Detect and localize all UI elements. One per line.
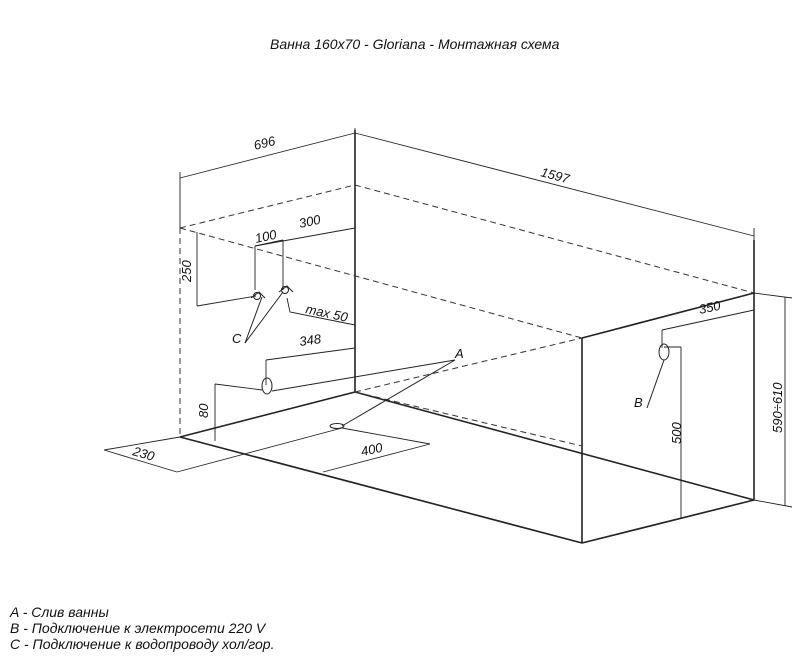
dim-250-text: 250 — [179, 260, 194, 283]
dimension-590-610: 590÷610 — [753, 292, 793, 508]
dimension-230: 230 — [103, 427, 343, 473]
dim-300-text: 300 — [298, 212, 323, 231]
legend: A - Слив ванны B - Подключение к электро… — [10, 604, 274, 652]
dim-max50-text: max 50 — [304, 301, 350, 325]
water-connections — [250, 285, 294, 300]
dimension-696: 696 — [179, 128, 356, 228]
dimension-100: 100 — [254, 227, 284, 290]
dim-696-text: 696 — [252, 133, 277, 153]
dimension-250: 250 — [179, 232, 257, 307]
dim-348-text: 348 — [298, 331, 322, 349]
dimension-350: 350 — [661, 298, 755, 348]
dimension-400: 400 — [322, 427, 431, 473]
dimension-300: 300 — [254, 212, 356, 247]
tub-outline — [179, 130, 755, 544]
dim-80-text: 80 — [196, 403, 211, 418]
leader-a: A — [271, 346, 464, 427]
dim-1597-text: 1597 — [539, 164, 572, 186]
dim-400-text: 400 — [360, 440, 385, 459]
dim-500-text: 500 — [669, 422, 684, 444]
overflow-drain — [261, 377, 273, 395]
dim-230-text: 230 — [130, 443, 157, 464]
dimension-max50: max 50 — [286, 297, 356, 326]
dimension-348: 348 — [265, 331, 356, 385]
label-b: B — [634, 395, 643, 410]
dim-100-text: 100 — [254, 227, 279, 246]
dim-350-text: 350 — [698, 298, 723, 317]
leader-b: B — [634, 359, 665, 410]
tub-rim-dashed — [179, 184, 755, 447]
dimension-80: 80 — [196, 383, 263, 441]
legend-item-c: C - Подключение к водопроводу хол/гор. — [10, 636, 275, 652]
legend-item-b: B - Подключение к электросети 220 V — [10, 620, 266, 636]
label-c: C — [232, 331, 242, 346]
leader-c: C — [232, 291, 284, 346]
dimension-500: 500 — [664, 346, 684, 518]
label-a: A — [454, 346, 464, 361]
dimension-1597: 1597 — [354, 132, 755, 293]
floor-drain — [329, 423, 345, 429]
diagram-title: Ванна 160x70 - Gloriana - Монтажная схем… — [270, 36, 560, 52]
power-socket — [658, 343, 670, 361]
legend-item-a: A - Слив ванны — [10, 604, 109, 620]
dim-590-610-text: 590÷610 — [770, 382, 785, 433]
